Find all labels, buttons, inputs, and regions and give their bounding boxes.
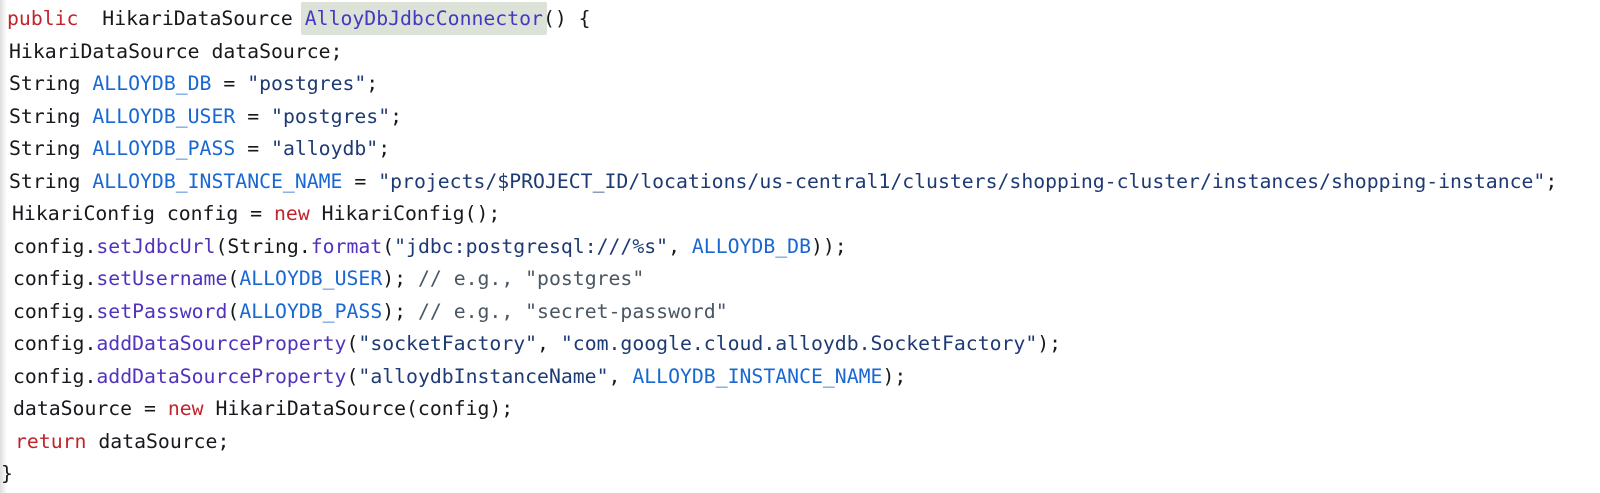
code-line: String ALLOYDB_DB = "postgres";: [0, 68, 1600, 101]
code-token: "alloydb": [271, 137, 379, 160]
code-token: "projects/$PROJECT_ID/locations/us-centr…: [378, 169, 1546, 193]
code-token: return: [15, 429, 87, 453]
code-token: public: [7, 7, 79, 30]
code-token: setUsername: [96, 267, 228, 290]
code-line: HikariDataSource dataSource;: [0, 36, 1600, 69]
code-token: (: [346, 332, 359, 355]
code-token: () {: [542, 7, 591, 30]
code-token: ;: [378, 137, 391, 160]
code-token: (String.: [215, 234, 311, 258]
code-token: "postgres": [271, 104, 391, 128]
code-token: String: [9, 169, 93, 193]
code-token: HikariDataSource(config);: [203, 397, 514, 420]
code-token: setPassword: [96, 299, 228, 323]
code-token: ALLOYDB_DB: [691, 234, 811, 258]
code-token: );: [1037, 332, 1062, 355]
code-line: config.addDataSourceProperty("alloydbIns…: [0, 361, 1600, 394]
code-token: (: [227, 299, 240, 323]
code-token: HikariConfig config =: [12, 202, 275, 225]
code-token: addDataSourceProperty: [96, 364, 347, 388]
code-token: config.: [13, 332, 97, 355]
code-token: String: [9, 104, 93, 128]
code-line: return dataSource;: [0, 426, 1600, 459]
code-token: ALLOYDB_USER: [92, 104, 236, 128]
code-token: =: [235, 104, 272, 128]
code-line: String ALLOYDB_INSTANCE_NAME = "projects…: [0, 166, 1600, 199]
code-token: =: [211, 72, 248, 95]
code-token: HikariConfig();: [309, 202, 501, 225]
code-token: ALLOYDB_PASS: [239, 299, 383, 323]
code-line: }: [0, 458, 1600, 491]
code-token: dataSource =: [13, 397, 168, 420]
code-token: config.: [13, 299, 97, 323]
code-line: String ALLOYDB_USER = "postgres";: [0, 101, 1600, 134]
code-line: public HikariDataSource AlloyDbJdbcConne…: [0, 2, 1600, 36]
code-line: String ALLOYDB_PASS = "alloydb";: [0, 133, 1600, 166]
highlighted-method-name: AlloyDbJdbcConnector: [300, 2, 547, 35]
code-line: config.addDataSourceProperty("socketFact…: [0, 328, 1600, 361]
code-token: ));: [810, 234, 847, 258]
code-token: format: [310, 234, 383, 258]
code-token: config.: [13, 364, 97, 388]
code-token: new: [167, 397, 204, 420]
code-token: ALLOYDB_INSTANCE_NAME: [632, 364, 883, 388]
code-token: =: [342, 169, 379, 193]
code-token: (: [382, 234, 395, 258]
code-token: ALLOYDB_INSTANCE_NAME: [92, 169, 343, 193]
code-token: );: [882, 364, 907, 388]
code-token: ,: [537, 332, 561, 355]
code-token: ,: [668, 234, 692, 258]
code-line: config.setUsername(ALLOYDB_USER); // e.g…: [0, 263, 1600, 296]
code-token: "postgres": [247, 72, 367, 95]
code-token: String: [9, 137, 93, 160]
code-token: ALLOYDB_PASS: [92, 137, 236, 160]
code-token: "com.google.cloud.alloydb.SocketFactory": [560, 332, 1038, 355]
code-token: );: [382, 267, 418, 290]
code-token: "alloydbInstanceName": [358, 364, 609, 388]
code-token: (: [227, 267, 240, 290]
code-token: // e.g., "secret-password": [417, 299, 728, 323]
code-token: }: [1, 462, 13, 485]
code-token: ;: [1545, 169, 1558, 193]
code-token: // e.g., "postgres": [417, 267, 645, 290]
code-token: ,: [608, 364, 633, 388]
code-token: String: [9, 72, 93, 95]
code-token: "jdbc:postgresql:///%s": [394, 234, 669, 258]
code-token: addDataSourceProperty: [96, 332, 347, 355]
code-token: config.: [13, 267, 97, 290]
code-line: config.setPassword(ALLOYDB_PASS); // e.g…: [0, 296, 1600, 329]
code-token: );: [382, 299, 418, 323]
code-line: config.setJdbcUrl(String.format("jdbc:po…: [0, 231, 1600, 264]
code-token: ;: [390, 104, 403, 128]
code-line: dataSource = new HikariDataSource(config…: [0, 393, 1600, 426]
code-token: ALLOYDB_USER: [239, 267, 383, 290]
code-token: HikariDataSource: [78, 7, 305, 30]
code-token: ;: [366, 72, 379, 95]
code-token: ALLOYDB_DB: [92, 72, 212, 95]
code-token: HikariDataSource dataSource;: [9, 39, 343, 63]
code-token: dataSource;: [86, 429, 230, 453]
code-token: config.: [13, 234, 97, 258]
code-token: setJdbcUrl: [96, 234, 216, 258]
code-token: "socketFactory": [358, 332, 538, 355]
code-token: new: [274, 202, 310, 225]
code-token: =: [235, 137, 272, 160]
code-line: HikariConfig config = new HikariConfig()…: [0, 198, 1600, 231]
code-token: (: [346, 364, 359, 388]
